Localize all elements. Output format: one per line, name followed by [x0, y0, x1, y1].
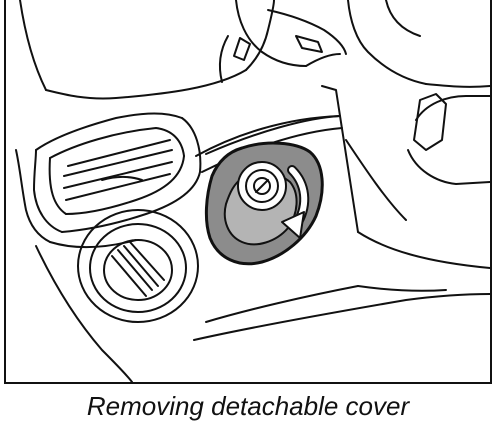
- figure-caption: Removing detachable cover: [86, 391, 410, 421]
- rotation-arrow-icon: [281, 165, 310, 239]
- dashboard-vent-drawing: [15, 112, 202, 249]
- figure-illustration: [4, 0, 492, 384]
- trim-line: [205, 115, 341, 155]
- dashboard-upper-outline: [19, 0, 490, 185]
- line-drawing: [15, 0, 490, 382]
- rotary-knob-drawing: [77, 209, 199, 323]
- lower-console-outline: [35, 245, 490, 382]
